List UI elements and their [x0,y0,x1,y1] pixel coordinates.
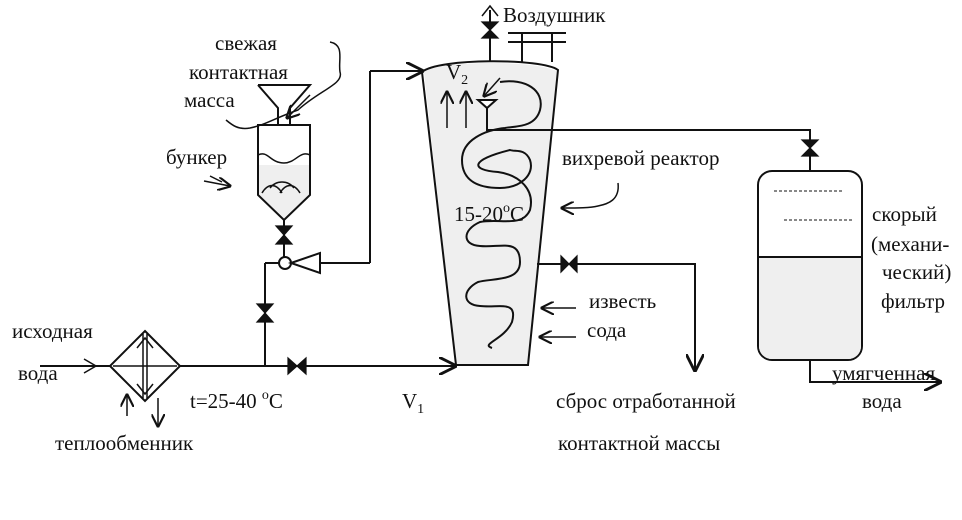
feed-line [180,71,455,376]
label-vent: Воздушник [503,3,606,27]
vent-valve [480,21,500,31]
label-source-water-1: исходная [12,319,93,343]
label-vortex-reactor: вихревой реактор [562,146,719,170]
label-source-water-2: вода [18,361,58,385]
vortex-reactor [420,4,811,370]
label-heat-temp: t=25-40 oC [190,388,283,413]
label-heat-exchanger: теплообменник [55,431,194,455]
inlet-pipe [40,358,110,374]
label-fast-filter-2: (механи- [871,232,949,256]
label-v1: V1 [402,389,424,417]
label-fresh-mass-1: свежая [215,31,277,55]
heat-exchanger [108,329,182,426]
filter-valve [800,139,820,149]
label-reactor-temp: 15-20oC [454,201,524,226]
label-softened-2: вода [862,389,902,413]
bunker [203,41,342,257]
fast-filter [757,139,940,382]
feed-valve [287,356,298,376]
label-v2: V2 [446,60,468,88]
label-soda: сода [587,318,627,342]
label-softened-1: умягченная [832,361,935,385]
label-lime: известь [589,289,656,313]
discharge-valve [560,254,570,274]
branch-valve [255,303,275,314]
label-bunker: бункер [166,145,227,169]
label-discharge-1: сброс отработанной [556,389,736,413]
label-fast-filter-4: фильтр [881,289,945,313]
label-fresh-mass-3: масса [184,88,235,112]
bunker-valve [274,225,294,236]
label-discharge-2: контактной массы [558,431,720,455]
label-fast-filter-1: скорый [872,202,937,226]
label-fresh-mass-2: контактная [189,60,288,84]
label-fast-filter-3: ческий) [882,260,951,284]
